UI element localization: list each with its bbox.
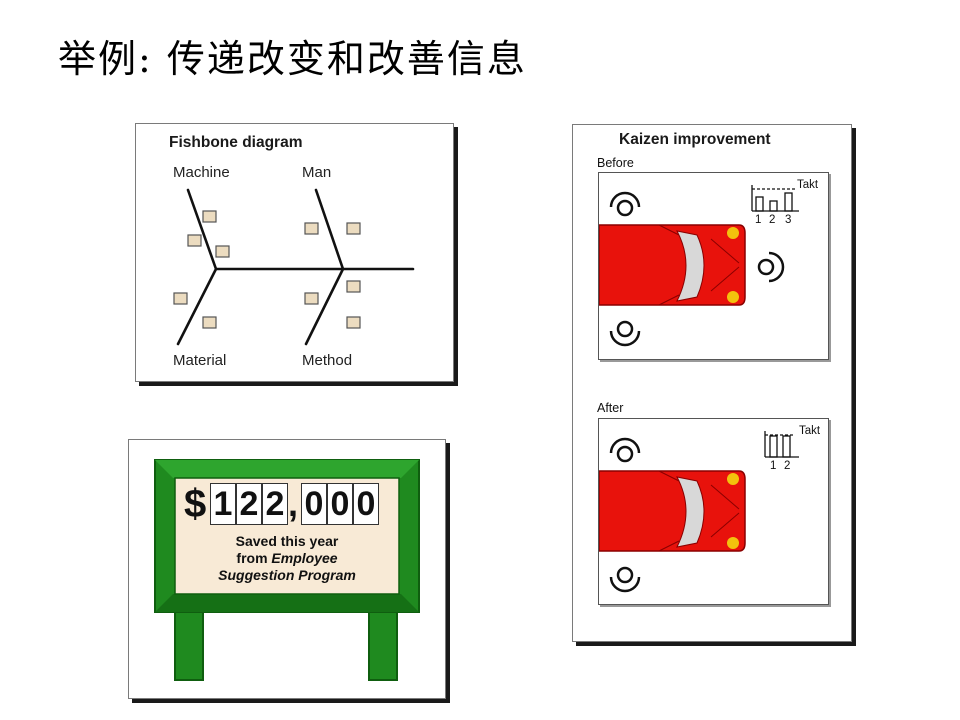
sign-leg-left	[174, 606, 204, 681]
sign-line-2-emphasis: Employee	[271, 550, 338, 566]
label-material: Material	[173, 352, 227, 369]
fishbone-graphic	[173, 188, 415, 346]
digit-box: 2	[262, 483, 288, 525]
kaizen-heading: Kaizen improvement	[619, 131, 771, 148]
sign-line-1: Saved this year	[235, 533, 339, 549]
bone-method	[304, 267, 345, 346]
digit-box: 1	[210, 483, 236, 525]
bone-machine	[186, 188, 218, 271]
sign-line-2-prefix: from	[236, 550, 272, 566]
cause-note	[304, 292, 319, 305]
cause-note	[187, 234, 202, 247]
fishbone-heading: Fishbone diagram	[169, 134, 303, 151]
before-station-number: 1	[755, 214, 762, 226]
car-headlight	[727, 473, 739, 485]
cause-note	[173, 292, 188, 305]
sign-line-2: from Employee	[129, 550, 445, 566]
after-takt-chart	[764, 431, 799, 458]
kaizen-panel: Kaizen improvement Before	[572, 124, 852, 642]
savings-sign-panel: $ 1 2 2 , 0 0 0 Saved this year from Emp…	[128, 439, 446, 699]
before-station-number: 2	[769, 214, 776, 226]
sign-leg-right	[368, 606, 398, 681]
cause-note	[346, 280, 361, 293]
label-man: Man	[302, 164, 332, 181]
fishbone-panel: Fishbone diagram Machine Man Material Me…	[135, 123, 454, 382]
after-graphic	[599, 431, 799, 593]
after-station-number: 2	[784, 460, 791, 472]
currency-symbol: $	[184, 482, 207, 526]
digit-box: 0	[327, 483, 353, 525]
before-station-number: 3	[785, 214, 792, 226]
before-label: Before	[597, 156, 634, 170]
page-title: 举例: 传递改变和改善信息	[58, 37, 527, 81]
car-body	[599, 470, 746, 552]
car-windshield	[676, 230, 705, 302]
car-headlight	[727, 537, 739, 549]
cause-note	[346, 222, 361, 235]
cause-note	[346, 316, 361, 329]
digit-box: 2	[236, 483, 262, 525]
after-station-number: 1	[770, 460, 777, 472]
bone-material	[176, 267, 218, 346]
before-layout: Takt 1 2 3	[598, 172, 829, 360]
car-body	[599, 224, 746, 306]
bone-man	[314, 188, 345, 271]
label-machine: Machine	[173, 164, 230, 181]
cause-note	[202, 210, 217, 223]
car-headlight	[727, 227, 739, 239]
after-takt-label: Takt	[799, 425, 821, 437]
before-takt-chart	[751, 185, 799, 212]
thousands-separator: ,	[288, 483, 299, 524]
car-windshield	[676, 476, 705, 548]
before-graphic	[599, 185, 799, 347]
before-takt-label: Takt	[797, 179, 819, 191]
label-method: Method	[302, 352, 353, 369]
car-headlight	[727, 291, 739, 303]
after-label: After	[597, 401, 624, 415]
digit-box: 0	[353, 483, 379, 525]
after-layout: Takt 1 2	[598, 418, 829, 605]
cause-note	[304, 222, 319, 235]
cause-note	[202, 316, 217, 329]
digit-box: 0	[301, 483, 327, 525]
cause-note	[215, 245, 230, 258]
sign-line-3: Suggestion Program	[218, 567, 356, 583]
